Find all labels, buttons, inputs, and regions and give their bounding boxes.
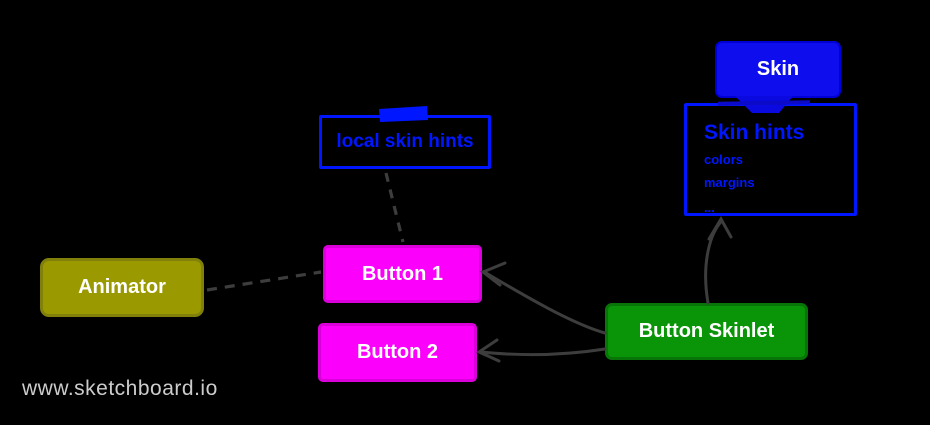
node-local-skin-hints[interactable]: local skin hints	[319, 115, 491, 169]
skin-hints-item: margins	[704, 175, 755, 190]
node-animator[interactable]: Animator	[40, 258, 204, 317]
node-skin[interactable]: Skin	[715, 41, 841, 98]
node-button-1-label: Button 1	[361, 262, 444, 285]
skin-hints-item: colors	[704, 152, 744, 167]
node-animator-label: Animator	[78, 276, 166, 298]
node-button-2-label: Button 2	[356, 341, 439, 363]
connector-local-skin-hints-button1[interactable]	[384, 172, 405, 243]
connector-button-skinlet-button2[interactable]	[475, 338, 607, 363]
node-skin-label: Skin	[756, 58, 800, 80]
connector-button-skinlet-button1[interactable]	[480, 261, 607, 335]
node-button-skinlet-label: Button Skinlet	[638, 320, 775, 342]
skin-hints-title: Skin hints	[704, 121, 805, 144]
node-skin-hints[interactable]: Skin hints colors margins ...	[684, 103, 857, 216]
arrowhead-icon	[707, 216, 733, 241]
node-button-1[interactable]: Button 1	[323, 245, 482, 303]
sketchboard-watermark: www.sketchboard.io	[22, 377, 218, 400]
skin-hints-item: ...	[704, 200, 715, 215]
arrowhead-icon	[475, 338, 501, 363]
node-local-skin-hints-label: local skin hints	[336, 131, 474, 152]
node-button-skinlet[interactable]: Button Skinlet	[605, 303, 808, 360]
arrowhead-icon	[480, 261, 507, 287]
node-button-2[interactable]: Button 2	[318, 323, 477, 382]
connector-animator-button1[interactable]	[206, 270, 322, 292]
connector-button-skinlet-skin-hints[interactable]	[704, 216, 733, 305]
